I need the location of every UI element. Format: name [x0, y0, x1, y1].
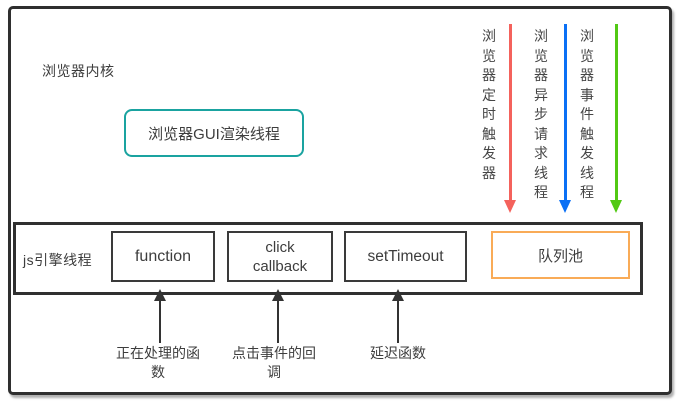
arrow-shaft [508, 24, 512, 200]
click-pointer-arrow-icon [272, 289, 284, 343]
processing-function-note: 正在处理的函数 [116, 345, 200, 380]
function-box: function [111, 231, 215, 282]
event-trigger-thread-label: 浏览器事件触发线程 [580, 28, 594, 200]
arrow-shaft [158, 301, 162, 343]
async-request-thread-label: 浏览器异步请求线程 [534, 28, 548, 200]
arrow-shaft [276, 301, 280, 343]
arrow-head-icon [610, 200, 622, 213]
click-callback-box-label: click callback [252, 238, 308, 275]
gui-render-thread-label: 浏览器GUI渲染线程 [148, 125, 280, 143]
arrow-shaft [396, 301, 400, 343]
arrow-head-icon [559, 200, 571, 213]
arrow-head-icon [504, 200, 516, 213]
settimeout-pointer-arrow-icon [392, 289, 404, 343]
settimeout-box: setTimeout [344, 231, 467, 282]
queue-pool-box-label: 队列池 [537, 247, 583, 265]
click-callback-box: click callback [227, 231, 333, 282]
click-event-callback-note: 点击事件的回调 [232, 345, 316, 380]
timer-trigger-arrow-icon [504, 24, 516, 213]
arrow-shaft [614, 24, 618, 200]
js-engine-thread-label: js引擎线程 [23, 252, 93, 268]
event-trigger-arrow-icon [610, 24, 622, 213]
settimeout-box-label: setTimeout [367, 247, 444, 265]
arrow-head-icon [154, 289, 166, 301]
async-request-arrow-icon [559, 24, 571, 213]
arrow-head-icon [392, 289, 404, 301]
gui-render-thread-box: 浏览器GUI渲染线程 [124, 109, 304, 157]
arrow-head-icon [272, 289, 284, 301]
queue-pool-box: 队列池 [491, 231, 630, 279]
arrow-shaft [563, 24, 567, 200]
function-pointer-arrow-icon [154, 289, 166, 343]
timer-trigger-thread-label: 浏览器定时触发器 [482, 28, 496, 181]
kernel-title: 浏览器内核 [42, 63, 115, 79]
function-box-label: function [134, 247, 192, 265]
delay-function-note: 延迟函数 [370, 345, 426, 361]
